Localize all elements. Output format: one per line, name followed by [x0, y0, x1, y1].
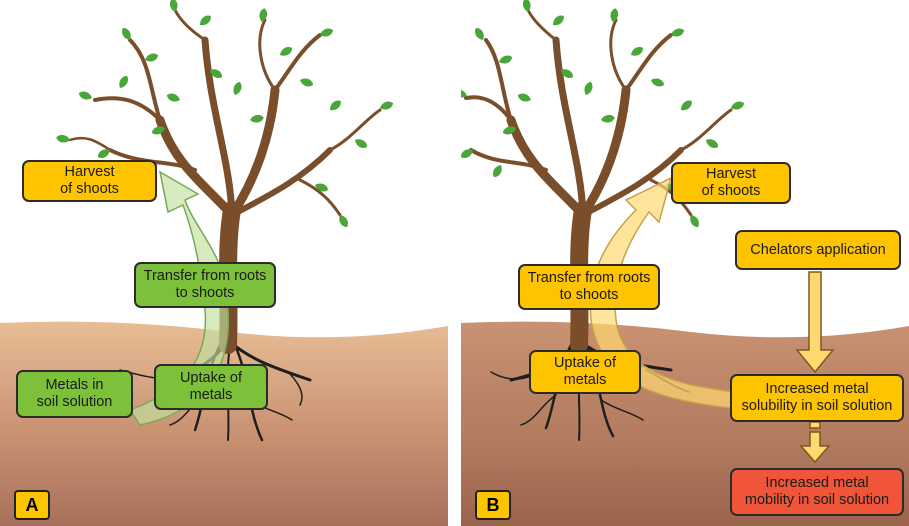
- panel-label-b: B: [475, 490, 511, 520]
- metals-soil-box-a: Metals in soil solution: [16, 370, 133, 418]
- panel-a: Harvest of shoots Transfer from roots to…: [0, 0, 448, 526]
- solubility-box: Increased metal solubility in soil solut…: [730, 374, 904, 422]
- chelators-box: Chelators application: [735, 230, 901, 270]
- harvest-box-a: Harvest of shoots: [22, 160, 157, 202]
- mobility-box: Increased metal mobility in soil solutio…: [730, 468, 904, 516]
- uptake-box-a: Uptake of metals: [154, 364, 268, 410]
- transfer-box-a: Transfer from roots to shoots: [134, 262, 276, 308]
- panel-label-a: A: [14, 490, 50, 520]
- mobility-flow-arrow: [799, 421, 831, 464]
- uptake-box-b: Uptake of metals: [529, 350, 641, 394]
- transfer-box-b: Transfer from roots to shoots: [518, 264, 660, 310]
- harvest-box-b: Harvest of shoots: [671, 162, 791, 204]
- chelator-flow-arrow: [795, 271, 835, 374]
- panel-b: Harvest of shoots Chelators application …: [461, 0, 909, 526]
